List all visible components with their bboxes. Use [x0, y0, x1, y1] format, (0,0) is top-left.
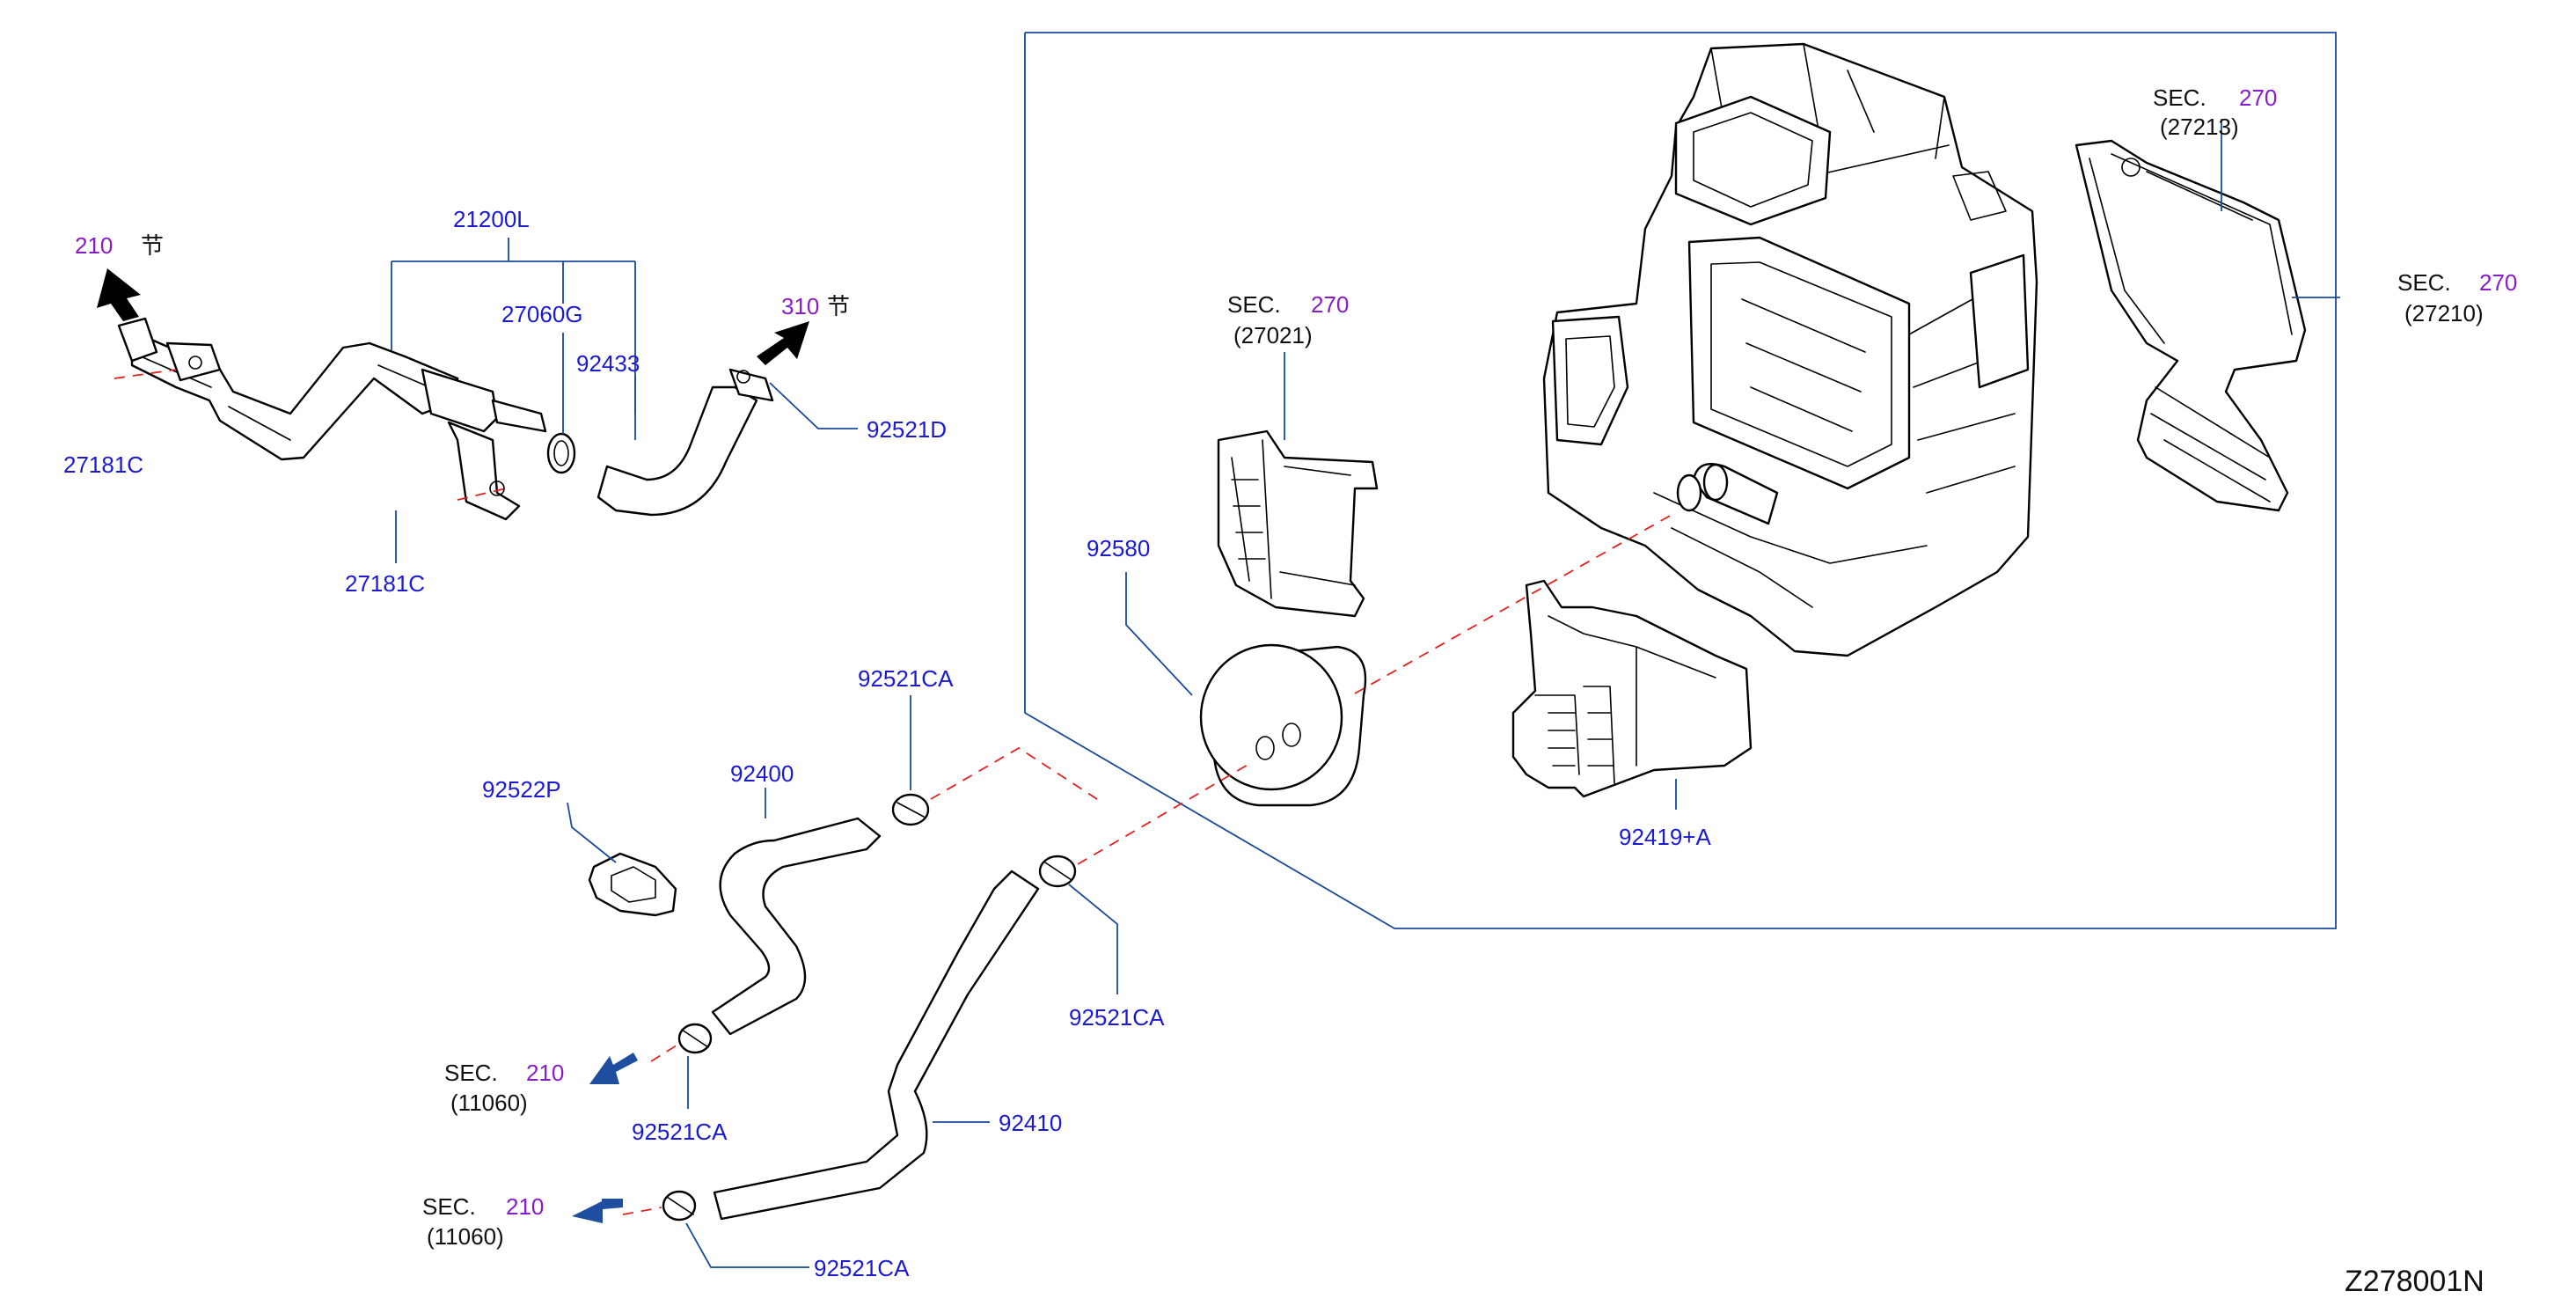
- connection-line-insulator: [1077, 763, 1250, 865]
- label-92521D: 92521D: [867, 416, 947, 443]
- label-92400: 92400: [730, 760, 794, 787]
- ref-210-top[interactable]: 210 节: [75, 232, 164, 259]
- connection-line-left-clamp: [650, 1043, 680, 1062]
- arrow-to-sec210-lower: [572, 1199, 623, 1223]
- hose-92433[interactable]: [596, 385, 758, 517]
- connection-line-top-clamp: [930, 746, 1101, 802]
- duct-92419A[interactable]: [1511, 579, 1753, 798]
- svg-text:SEC.: SEC.: [422, 1193, 476, 1220]
- svg-text:210: 210: [75, 232, 113, 259]
- clamp-92521CA-mid[interactable]: [1038, 855, 1077, 888]
- clamp-92521CA-bottom[interactable]: [662, 1190, 697, 1222]
- svg-text:节: 节: [141, 232, 164, 259]
- arrow-to-210-top: [97, 268, 141, 321]
- clamp-92521D[interactable]: [728, 368, 774, 402]
- label-92521CA-mid: 92521CA: [1069, 1004, 1165, 1031]
- svg-text:(11060): (11060): [427, 1223, 504, 1250]
- bracket-hole-upper: [188, 356, 202, 370]
- label-92521CA-top: 92521CA: [858, 665, 954, 692]
- svg-text:210: 210: [506, 1193, 544, 1220]
- leader-lines: [391, 119, 2340, 1268]
- sec-ref-11060-upper[interactable]: SEC. 210 (11060): [444, 1060, 564, 1116]
- label-92433: 92433: [576, 350, 640, 377]
- pipe-end-fitting-left: [117, 317, 158, 363]
- svg-text:SEC.: SEC.: [1227, 291, 1281, 318]
- hose-92400[interactable]: [711, 817, 882, 1036]
- label-92410: 92410: [999, 1110, 1062, 1136]
- svg-text:(27021): (27021): [1233, 322, 1313, 349]
- clamp-92521CA-top[interactable]: [891, 793, 930, 826]
- diagram-code: Z278001N: [2345, 1265, 2485, 1298]
- arrow-to-sec210-upper: [589, 1053, 638, 1084]
- connection-line-bottom-clamp: [622, 1207, 662, 1215]
- label-27060G: 27060G: [501, 301, 583, 327]
- label-21200L: 21200L: [453, 206, 530, 232]
- label-92522P: 92522P: [482, 776, 561, 803]
- arrow-to-310: [757, 321, 809, 365]
- duct-27213[interactable]: [2075, 139, 2307, 512]
- connection-line-unit: [1354, 514, 1672, 694]
- insulator-92580[interactable]: [1199, 643, 1367, 807]
- label-27181C-lower: 27181C: [345, 570, 425, 597]
- heater-unit-frame: [1024, 32, 2337, 929]
- heater-unit-body: [1542, 42, 2038, 657]
- svg-text:SEC.: SEC.: [2397, 269, 2451, 296]
- sec-ref-11060-lower[interactable]: SEC. 210 (11060): [422, 1193, 544, 1250]
- sec-ref-27213[interactable]: SEC. 270 (27213): [2153, 84, 2277, 140]
- svg-text:(27213): (27213): [2160, 114, 2239, 140]
- label-92419A: 92419+A: [1619, 824, 1711, 850]
- clamp-27060G[interactable]: [546, 432, 576, 474]
- connection-line-upper-left: [113, 369, 177, 379]
- clamp-92521CA-left[interactable]: [677, 1023, 713, 1054]
- label-27181C-upper: 27181C: [63, 451, 143, 478]
- hose-92410[interactable]: [713, 869, 1040, 1221]
- svg-text:270: 270: [2479, 269, 2517, 296]
- ref-310[interactable]: 310 节: [781, 293, 850, 319]
- svg-text:SEC.: SEC.: [444, 1060, 498, 1086]
- label-92521CA-bottom: 92521CA: [814, 1255, 910, 1281]
- svg-text:310: 310: [781, 293, 819, 319]
- sec-ref-27021[interactable]: SEC. 270 (27021): [1227, 291, 1349, 349]
- svg-text:210: 210: [526, 1060, 564, 1086]
- svg-text:270: 270: [1311, 291, 1349, 318]
- pipe-bracket-upper: [165, 341, 222, 382]
- clamp-92522P[interactable]: [588, 852, 677, 917]
- label-92580: 92580: [1087, 535, 1150, 561]
- bracket-27021[interactable]: [1217, 429, 1379, 618]
- svg-text:(11060): (11060): [450, 1090, 528, 1116]
- svg-text:SEC.: SEC.: [2153, 84, 2206, 111]
- svg-text:(27210): (27210): [2404, 300, 2484, 326]
- svg-text:节: 节: [827, 293, 850, 319]
- connection-line-lower-left: [457, 488, 507, 501]
- sec-ref-27210[interactable]: SEC. 270 (27210): [2397, 269, 2517, 326]
- label-92521CA-left: 92521CA: [632, 1119, 728, 1145]
- svg-text:270: 270: [2239, 84, 2277, 111]
